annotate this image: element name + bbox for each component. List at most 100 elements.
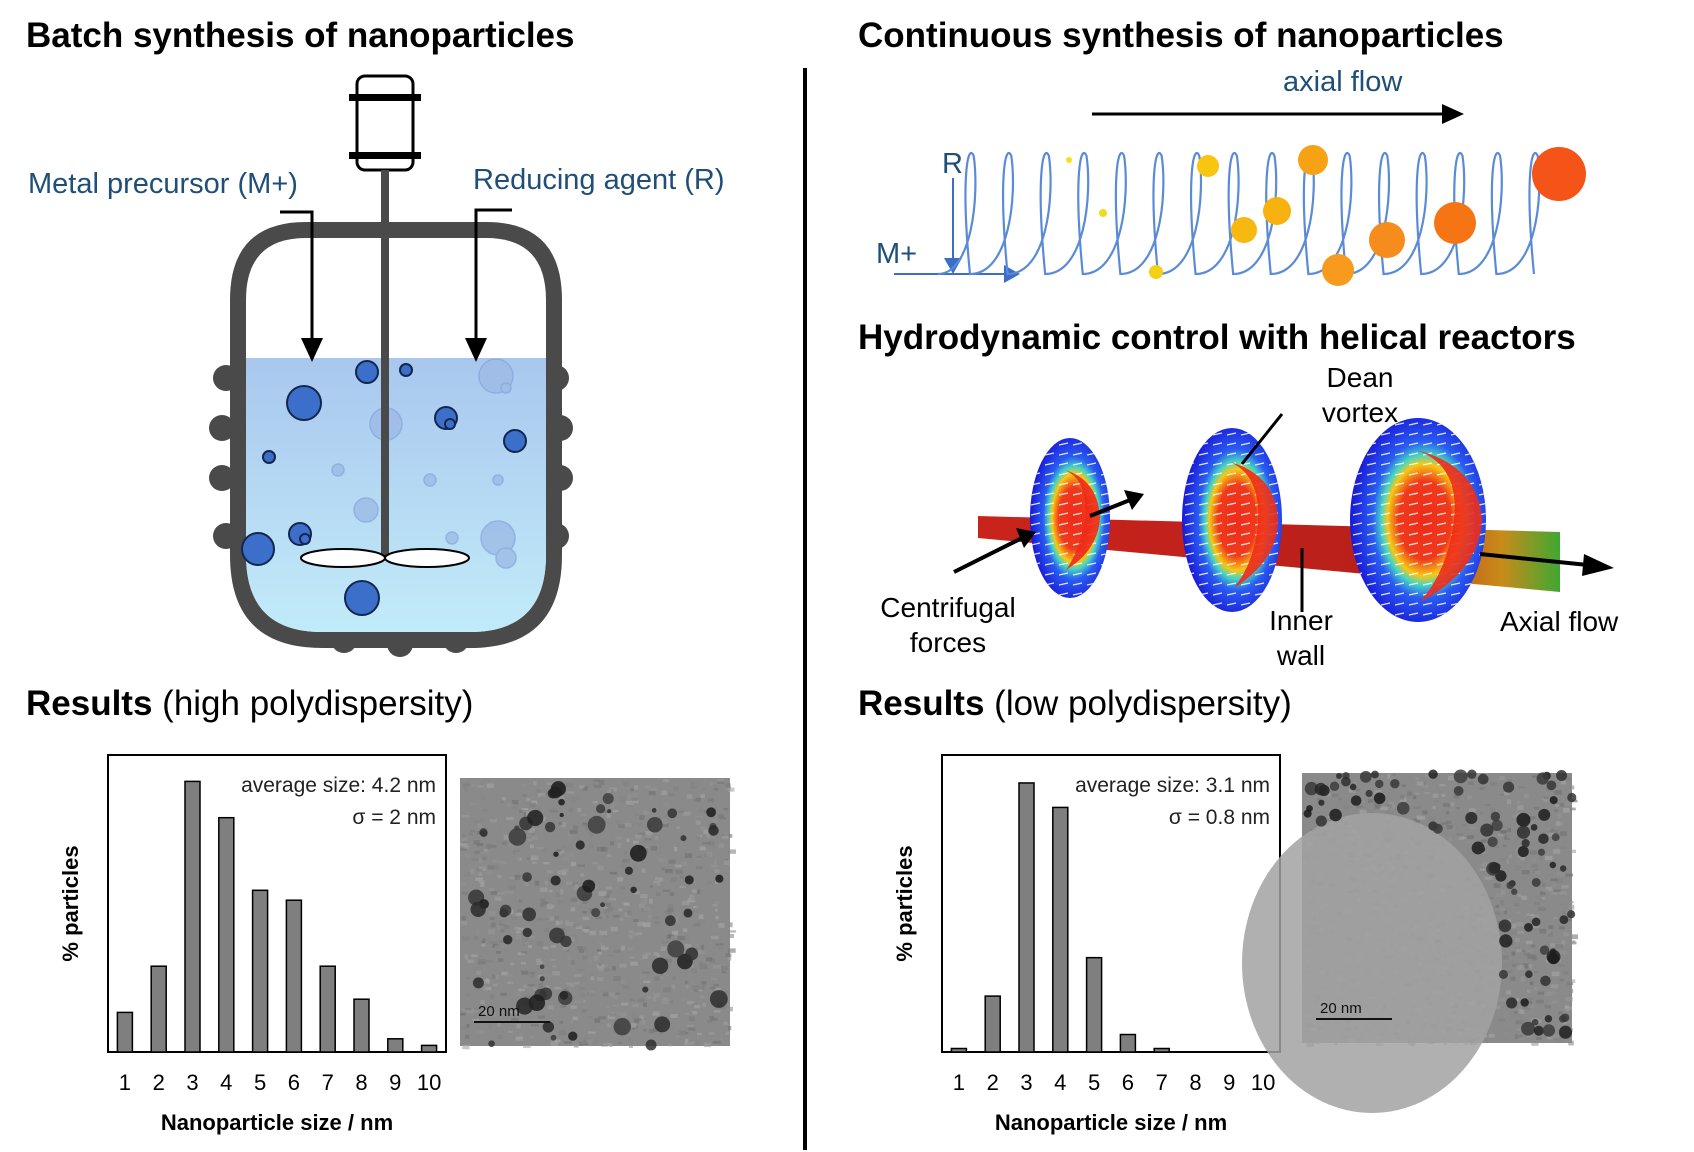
tem-noise: [535, 964, 542, 970]
tem-noise: [531, 1024, 539, 1027]
centrifugal-label: Centrifugal: [880, 592, 1016, 623]
tem-noise: [1512, 804, 1521, 808]
tem-noise: [501, 841, 507, 845]
tem-noise: [610, 841, 615, 846]
tem-noise: [602, 989, 610, 994]
tem-noise: [605, 902, 611, 907]
tem-nanoparticle: [522, 872, 532, 882]
tem-noise: [460, 842, 468, 847]
tem-noise: [467, 832, 474, 836]
tem-noise: [508, 885, 516, 890]
tem-noise: [564, 920, 569, 925]
tem-noise: [639, 1020, 646, 1025]
tem-noise: [521, 970, 529, 975]
tem-noise: [691, 910, 698, 913]
tem-noise: [601, 915, 607, 919]
tem-noise: [536, 958, 542, 962]
tem-nanoparticle: [624, 866, 633, 875]
tem-noise: [1567, 1020, 1572, 1024]
tem-noise: [541, 794, 550, 797]
tem-nanoparticle: [499, 904, 512, 917]
tem-noise: [676, 902, 683, 907]
tem-noise: [702, 847, 707, 850]
tem-noise: [1343, 805, 1351, 810]
tem-noise: [682, 900, 690, 906]
tem-noise: [1499, 857, 1507, 861]
tem-noise: [632, 1003, 640, 1008]
tem-noise: [670, 877, 677, 882]
tem-noise: [530, 1035, 535, 1039]
tem-noise: [1489, 893, 1497, 898]
tem-noise: [699, 920, 706, 923]
tem-noise: [524, 882, 529, 887]
tem-noise: [1337, 802, 1345, 806]
tem-noise: [1447, 775, 1456, 781]
tem-noise: [513, 856, 520, 861]
tem-noise: [1516, 911, 1521, 915]
tem-noise: [1484, 803, 1491, 806]
tem-noise: [483, 850, 490, 854]
tem-noise: [1502, 955, 1509, 960]
sigma-annotation: σ = 2 nm: [352, 806, 436, 829]
tem-nanoparticle: [1516, 812, 1531, 827]
tem-noise: [661, 818, 668, 823]
tem-noise: [679, 905, 687, 911]
tem-noise: [559, 897, 565, 900]
tem-noise: [598, 891, 607, 896]
precursor-arrowhead: [301, 338, 323, 362]
tem-noise: [1559, 983, 1566, 988]
tem-noise: [462, 891, 468, 896]
histogram-bar: [420, 1044, 438, 1053]
tem-noise: [631, 1027, 636, 1030]
tem-noise: [510, 1010, 518, 1014]
tem-noise: [1559, 803, 1564, 807]
tem-nanoparticle: [542, 1021, 555, 1033]
tem-noise: [1549, 828, 1555, 833]
tem-noise: [521, 951, 528, 954]
tem-noise: [1327, 794, 1332, 797]
tem-noise: [476, 1030, 484, 1034]
tem-noise: [1561, 911, 1566, 915]
x-tick-label: 2: [987, 1070, 999, 1095]
tem-noise: [671, 930, 679, 935]
tem-nanoparticle: [1465, 811, 1478, 825]
metal-precursor-label: Metal precursor (M+): [28, 168, 298, 200]
tem-noise: [651, 916, 659, 920]
tem-noise: [645, 952, 652, 956]
tem-noise: [489, 887, 494, 892]
tem-noise: [570, 829, 578, 834]
tem-noise: [565, 881, 573, 885]
tem-noise: [590, 844, 594, 848]
tem-noise: [538, 983, 544, 988]
tem-noise: [695, 781, 700, 784]
tem-nanoparticle: [1341, 776, 1351, 787]
tem-nanoparticle: [1567, 792, 1577, 803]
tem-noise: [699, 914, 704, 919]
vortex-section-1: [1030, 438, 1110, 598]
tem-noise: [670, 935, 678, 941]
tem-noise: [713, 964, 721, 969]
tem-noise: [485, 844, 491, 849]
tem-noise: [651, 883, 657, 886]
tem-nanoparticle: [1546, 780, 1557, 791]
tem-noise: [622, 858, 630, 863]
tem-noise: [725, 970, 729, 973]
tem-noise: [701, 950, 706, 955]
tem-noise: [1558, 1011, 1563, 1015]
tem-noise: [669, 891, 675, 896]
tem-noise: [1493, 883, 1501, 888]
tem-noise: [684, 853, 693, 859]
tem-noise: [1526, 964, 1533, 969]
tem-noise: [1556, 822, 1563, 826]
tem-noise: [548, 807, 555, 812]
tem-noise: [1550, 878, 1558, 882]
tem-noise: [713, 1010, 721, 1013]
tem-nanoparticle: [1329, 808, 1342, 822]
tem-noise: [660, 946, 667, 951]
tem-nanoparticle: [1432, 823, 1443, 834]
tem-noise: [628, 1012, 637, 1016]
histogram-bar: [1153, 1047, 1170, 1053]
tem-noise: [461, 834, 466, 837]
tem-noise: [520, 953, 524, 956]
